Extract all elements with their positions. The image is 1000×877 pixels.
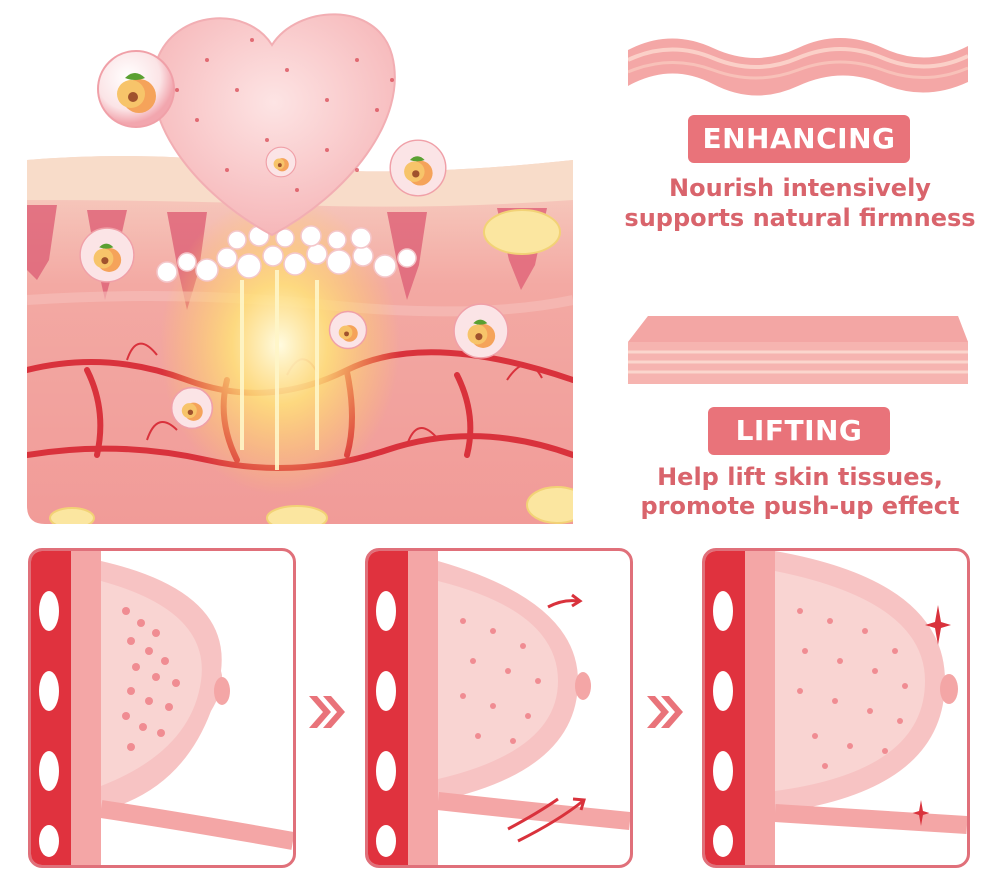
- stage-2-panel: [365, 548, 633, 868]
- peach-icon: [170, 386, 214, 430]
- peach-icon: [328, 310, 368, 350]
- enhancing-line-1: Nourish intensively: [669, 174, 931, 202]
- sparkle-icon: [912, 800, 930, 826]
- lifting-skin-strip: [628, 312, 968, 388]
- sparkle-icon: [925, 605, 951, 645]
- peach-icon: [78, 226, 136, 284]
- skin-layer-illustration: [24, 0, 588, 531]
- stage-3-panel: [702, 548, 970, 868]
- chevron-right-icon: [643, 690, 687, 734]
- lift-arrow-icon: [507, 593, 586, 843]
- peach-icon: [452, 302, 510, 360]
- enhancing-skin-strip: [627, 28, 969, 102]
- lifting-title: LIFTING: [708, 407, 890, 455]
- peach-icon: [95, 48, 177, 130]
- lifting-line-1: Help lift skin tissues,: [657, 463, 943, 491]
- lifting-line-2: promote push-up effect: [640, 492, 960, 520]
- peach-icon: [388, 138, 448, 198]
- stage-1-panel: [28, 548, 296, 868]
- enhancing-line-2: supports natural firmness: [624, 204, 976, 232]
- enhancing-title: ENHANCING: [688, 115, 910, 163]
- chevron-right-icon: [305, 690, 349, 734]
- peach-icon: [265, 146, 297, 178]
